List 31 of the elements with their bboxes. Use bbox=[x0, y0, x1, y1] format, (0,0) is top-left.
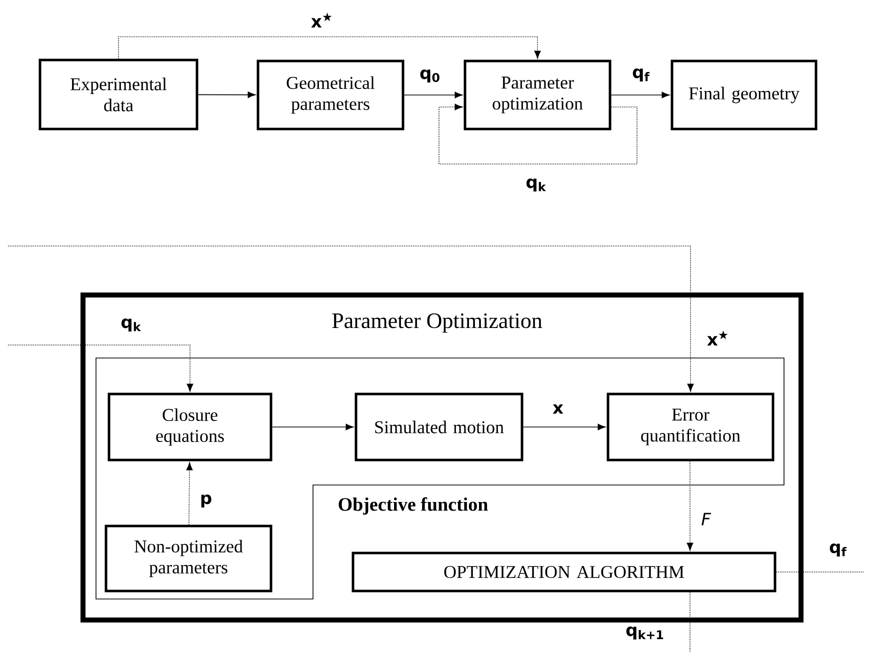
arrow bbox=[8, 344, 194, 392]
edge-label: x$^{★}$ bbox=[707, 330, 728, 346]
process-box: Final geometry bbox=[670, 60, 818, 130]
arrow bbox=[404, 92, 463, 98]
edge-label: F bbox=[702, 512, 712, 526]
arrow bbox=[118, 36, 541, 60]
edge-label: q$_{k}$ bbox=[526, 178, 546, 192]
edge-label: q$_{k}$ bbox=[121, 318, 142, 332]
edge-label: x$^{★}$ bbox=[311, 12, 332, 28]
edge-label: q$_{f}$ bbox=[632, 68, 650, 82]
arrow bbox=[610, 92, 670, 98]
arrow bbox=[198, 92, 256, 98]
arrow bbox=[522, 424, 606, 430]
edge-label: p bbox=[201, 494, 212, 508]
process-box: Error quantification bbox=[606, 392, 774, 462]
process-box: Parameter optimization bbox=[464, 60, 612, 130]
process-box: Closure equations bbox=[108, 392, 272, 462]
arrow bbox=[438, 104, 638, 164]
edge-label: q$_{0}$ bbox=[420, 69, 440, 83]
arrow bbox=[8, 246, 694, 392]
process-box: Geometrical parameters bbox=[256, 60, 404, 130]
edge-label: q$_{f}$ bbox=[830, 543, 847, 557]
edge-label: x bbox=[552, 404, 564, 414]
arrow bbox=[272, 424, 354, 430]
edge-label: q$_{k+1}$ bbox=[626, 626, 664, 640]
process-box: Non-optimized parameters bbox=[104, 524, 272, 592]
arrow bbox=[186, 462, 193, 526]
arrow bbox=[686, 460, 694, 551]
process-box: OPTIMIZATION ALGORITHM bbox=[352, 552, 776, 592]
process-box: Experimental data bbox=[38, 58, 198, 130]
process-box: Simulated motion bbox=[354, 392, 524, 462]
